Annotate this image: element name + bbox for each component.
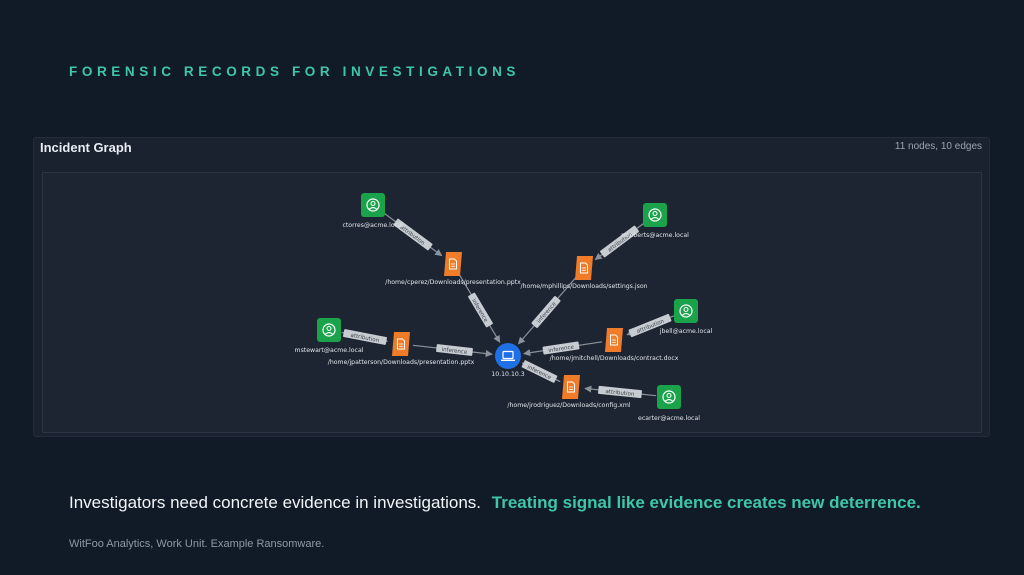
node-label: /home/cperez/Downloads/presentation.pptx <box>385 279 521 286</box>
node-label: /home/jpatterson/Downloads/presentation.… <box>328 359 475 366</box>
edge-label: inference <box>436 344 473 356</box>
footnote: WitFoo Analytics, Work Unit. Example Ran… <box>69 538 325 550</box>
caption-main: Investigators need concrete evidence in … <box>69 493 482 512</box>
node-label: /home/jrodriguez/Downloads/config.xml <box>507 402 630 409</box>
edge-label-bg <box>628 313 672 338</box>
edge-label: attribution <box>600 225 639 258</box>
edge-label-text: attribution <box>350 333 380 345</box>
graph-node-file[interactable]: /home/jpatterson/Downloads/presentation.… <box>328 332 475 366</box>
node-label: ecarter@acme.local <box>638 414 700 422</box>
edge-label: attribution <box>343 329 387 345</box>
edge-label-text: inference <box>441 347 468 356</box>
edge-label: inference <box>468 292 493 328</box>
node-label: mroberts@acme.local <box>621 231 689 239</box>
graph-node-file[interactable]: /home/cperez/Downloads/presentation.pptx <box>385 252 521 286</box>
user-icon <box>366 198 380 212</box>
edge-label-bg <box>468 292 493 328</box>
file-icon <box>449 258 457 270</box>
user-icon <box>648 208 662 222</box>
file-icon <box>580 262 588 274</box>
node-label: jbell@acme.local <box>659 327 713 335</box>
edge-label-bg <box>343 329 387 345</box>
node-label: /home/mphillips/Downloads/settings.json <box>520 283 647 290</box>
node-label: ctorres@acme.local <box>342 221 403 229</box>
node-label: mstewart@acme.local <box>295 346 364 354</box>
edge-label: inference <box>542 341 580 355</box>
edge-label-text: attribution <box>605 389 635 398</box>
user-icon <box>679 304 693 318</box>
graph-node-file[interactable]: /home/jrodriguez/Downloads/config.xml <box>507 375 631 409</box>
graph-canvas[interactable]: attribution inference attribution inference… <box>42 172 982 433</box>
file-icon <box>397 338 405 350</box>
graph-node-host[interactable]: 10.10.10.3 <box>491 343 525 378</box>
user-icon <box>322 323 336 337</box>
laptop-icon <box>501 350 515 362</box>
edge-label: inference <box>521 360 558 383</box>
graph-node-user[interactable]: mstewart@acme.local <box>295 318 364 354</box>
host-node[interactable] <box>495 343 521 369</box>
graph-stats: 11 nodes, 10 edges <box>894 141 982 152</box>
edge-label: inference <box>531 296 561 328</box>
edge-label-bg <box>531 296 561 328</box>
graph-node-user[interactable]: jbell@acme.local <box>659 299 713 335</box>
graph-node-file[interactable]: /home/jmitchell/Downloads/contract.docx <box>550 328 679 362</box>
graph-node-user[interactable]: ecarter@acme.local <box>638 385 700 422</box>
graph-node-user[interactable]: mroberts@acme.local <box>621 203 689 239</box>
incident-graph-panel: Incident Graph 11 nodes, 10 edges attrib… <box>33 137 990 437</box>
edge-label-bg <box>393 218 433 251</box>
edge-label-text: inference <box>536 301 558 325</box>
edge-label-bg <box>436 344 473 356</box>
section-kicker: FORENSIC RECORDS FOR INVESTIGATIONS <box>69 64 521 79</box>
node-label: 10.10.10.3 <box>491 371 525 378</box>
edge-label-bg <box>542 341 580 355</box>
caption-highlight: Treating signal like evidence creates ne… <box>491 493 921 512</box>
caption: Investigators need concrete evidence in … <box>69 493 921 513</box>
edge-label-text: inference <box>548 344 575 354</box>
incident-graph[interactable]: attribution inference attribution inference… <box>43 173 983 434</box>
edge-label-bg <box>598 385 642 399</box>
edge-label: attribution <box>598 385 642 399</box>
file-icon <box>610 334 618 346</box>
panel-title: Incident Graph <box>40 140 132 155</box>
edge-label-bg <box>600 225 639 258</box>
file-icon <box>567 381 575 393</box>
node-label: /home/jmitchell/Downloads/contract.docx <box>550 355 679 362</box>
edge-label-bg <box>521 360 558 383</box>
graph-node-file[interactable]: /home/mphillips/Downloads/settings.json <box>520 256 648 290</box>
graph-node-user[interactable]: ctorres@acme.local <box>342 193 404 229</box>
user-icon <box>662 390 676 404</box>
